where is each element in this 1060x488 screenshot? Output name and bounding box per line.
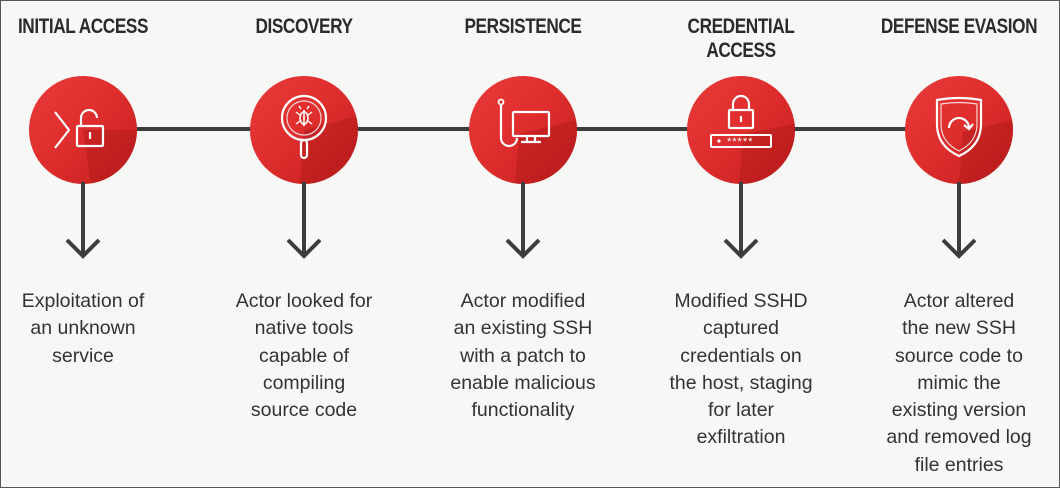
stage-persistence: PERSISTENCE Actor modified an existing S… bbox=[418, 1, 628, 487]
stage-credential-access: CREDENTIAL ACCESS ***** Modified SSHD ca… bbox=[636, 1, 846, 487]
stage-title: CREDENTIAL ACCESS bbox=[687, 15, 795, 62]
stage-description: Actor looked for native tools capable of… bbox=[235, 290, 373, 422]
svg-text:*****: ***** bbox=[727, 136, 753, 148]
stage-title: PERSISTENCE bbox=[464, 15, 582, 38]
stage-defense-evasion: DEFENSE EVASION Actor altered the new SS… bbox=[854, 1, 1059, 487]
stage-circle bbox=[905, 76, 1013, 184]
lock-password-icon: ***** bbox=[710, 94, 795, 184]
down-arrow-icon bbox=[65, 182, 101, 259]
magnifier-bug-icon bbox=[280, 94, 358, 184]
stage-title: DISCOVERY bbox=[255, 15, 353, 38]
hook-monitor-icon bbox=[497, 98, 577, 184]
stage-circle bbox=[469, 76, 577, 184]
stage-circle bbox=[250, 76, 358, 184]
stage-description: Modified SSHD captured credentials on th… bbox=[669, 290, 813, 449]
shield-refresh-icon bbox=[935, 96, 1013, 184]
stage-circle: ***** bbox=[687, 76, 795, 184]
down-arrow-icon bbox=[941, 182, 977, 259]
down-arrow-icon bbox=[505, 182, 541, 259]
down-arrow-icon bbox=[286, 182, 322, 259]
stage-description: Actor altered the new SSH source code to… bbox=[886, 290, 1032, 476]
down-arrow-icon bbox=[723, 182, 759, 259]
stage-initial-access: INITIAL ACCESS Exploitation of an unknow… bbox=[1, 1, 188, 487]
stage-title: INITIAL ACCESS bbox=[17, 15, 149, 38]
chevron-lock-icon bbox=[54, 108, 137, 184]
stage-description: Exploitation of an unknown service bbox=[21, 290, 145, 367]
stage-discovery: DISCOVERY Actor looked for bbox=[199, 1, 409, 487]
stage-title: DEFENSE EVASION bbox=[880, 15, 1038, 38]
stage-description: Actor modified an existing SSH with a pa… bbox=[450, 290, 596, 422]
stage-circle bbox=[29, 76, 137, 184]
